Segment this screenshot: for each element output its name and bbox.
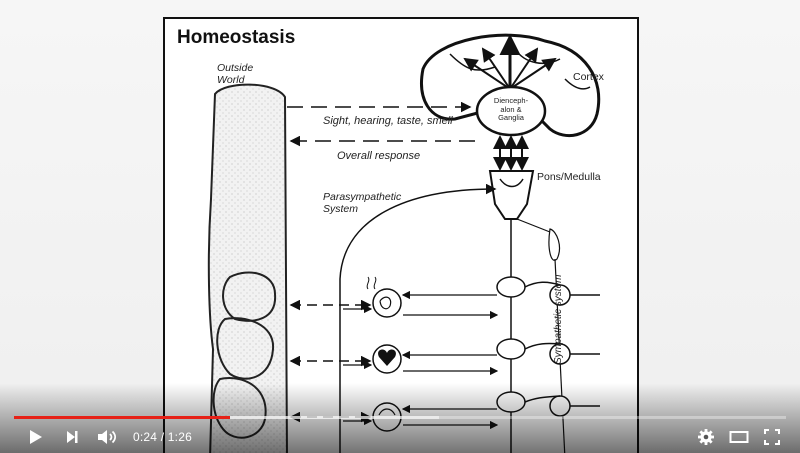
label-overall-response: Overall response (337, 150, 421, 162)
settings-icon (698, 429, 714, 445)
volume-button[interactable] (96, 427, 118, 447)
label-senses: Sight, hearing, taste, smell (323, 115, 453, 127)
label-outside: Outside (217, 62, 254, 74)
label-dienceph-2: alon & (500, 104, 522, 114)
label-dienceph-1: Dienceph- (493, 96, 529, 105)
label-parasympathetic-1: Parasympathetic (323, 191, 402, 203)
next-button[interactable] (64, 429, 80, 445)
label-parasympathetic-2: System (323, 203, 359, 215)
label-pons-medulla: Pons/Medulla (537, 171, 601, 183)
fullscreen-icon (764, 429, 780, 445)
play-icon (30, 430, 42, 444)
label-parasympathetic: Parasympathetic System (323, 191, 401, 215)
fullscreen-button[interactable] (763, 428, 781, 446)
settings-button[interactable] (697, 428, 715, 446)
body-shape (207, 83, 288, 453)
video-frame-slide: Homeostasis (163, 17, 639, 453)
theater-mode-icon (729, 431, 749, 443)
time-display: 0:24 / 1:26 (133, 430, 192, 444)
label-cortex: Cortex (573, 71, 604, 83)
next-icon (67, 431, 78, 443)
duration: 1:26 (167, 430, 192, 444)
slide-title: Homeostasis (177, 27, 296, 48)
label-sympathetic: Sympathetic system (553, 274, 564, 364)
theater-mode-button[interactable] (729, 429, 749, 445)
label-world: World (217, 74, 245, 86)
current-time: 0:24 (133, 430, 158, 444)
homeostasis-diagram (207, 33, 601, 453)
progress-bar[interactable] (14, 416, 786, 419)
play-button[interactable] (26, 428, 44, 446)
label-dienceph-3: Ganglia (498, 113, 524, 122)
volume-icon (98, 430, 117, 444)
time-separator: / (160, 430, 165, 444)
label-outside-world: Outside World (217, 62, 253, 86)
progress-played (14, 416, 231, 419)
label-diencephalon: Dienceph- alon & Ganglia (485, 96, 537, 123)
pons-shape (488, 170, 535, 220)
